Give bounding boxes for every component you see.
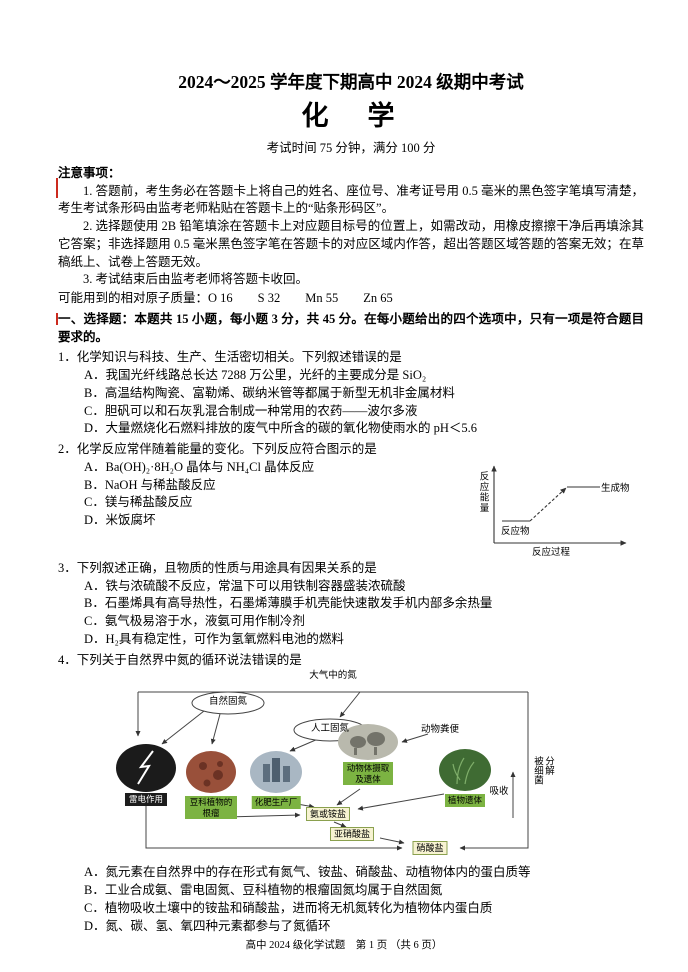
nitrogen-cycle-svg	[116, 691, 529, 851]
red-margin-mark-1	[56, 178, 58, 198]
section-one-heading: 一、选择题：本题共 15 小题，每小题 3 分，共 45 分。在每小题给出的四个…	[58, 311, 644, 344]
notice-item-2: 2. 选择题使用 2B 铅笔填涂在答题卡上对应题目标号的位置上，如需改动，用橡皮…	[58, 219, 644, 269]
lightning-label: 雷电作用	[124, 793, 168, 806]
question-1-option-d: D．大量燃烧化石燃料排放的废气中所含的碳的氧化物使雨水的 pH＜5.6	[84, 421, 478, 436]
question-3-stem: 3．下列叙述正确，且物质的性质与用途具有因果关系的是	[58, 560, 377, 575]
exam-title: 2024～2025 学年度下期高中 2024 级期中考试	[178, 72, 524, 92]
page-footer: 高中 2024 级化学试题 第 1 页 （共 6 页）	[245, 940, 443, 952]
question-3: 3．下列叙述正确，且物质的性质与用途具有因果关系的是 A．铁与浓硫酸不反应，常温…	[58, 560, 644, 649]
plant-remains-image	[439, 749, 491, 792]
nitrite-box: 亚硝酸盐	[329, 827, 375, 842]
question-1-option-c: C．胆矾可以和石灰乳混合制成一种常用的农药——波尔多液	[84, 403, 418, 418]
question-2-stem: 2．化学反应常伴随着能量的变化。下列反应符合图示的是	[58, 442, 377, 457]
question-2-option-c: C．镁与稀盐酸反应	[84, 495, 193, 510]
ammonia-box: 氨或铵盐	[305, 807, 351, 822]
energy-diagram-svg: 反应物 生成物 反应过程	[491, 465, 630, 558]
natural-fixation-ellipse	[191, 691, 265, 715]
nitrogen-cycle-diagram: 大气中的氮 自然固氮 人工固氮 雷电作用 豆科植物的根瘤 化肥生产厂 动物体摄取…	[108, 670, 578, 862]
artificial-fixation-label: 人工固氮	[310, 723, 350, 735]
product-level-label: 生成物	[601, 482, 630, 494]
question-1: 1．化学知识与科技、生产、生活密切相关。下列叙述错误的是 A．我国光纤线路总长达…	[58, 349, 644, 438]
question-4-option-d: D．氮、碳、氢、氧四种元素都参与了氮循环	[84, 918, 331, 933]
fertilizer-factory-image	[250, 751, 302, 794]
question-4: 4．下列关于自然界中氮的循环说法错误的是	[58, 652, 644, 936]
root-nodule-label: 豆科植物的根瘤	[185, 796, 237, 819]
question-3-option-a: A．铁与浓硫酸不反应，常温下可以用铁制容器盛装浓硫酸	[84, 578, 406, 593]
question-3-option-c: C．氨气极易溶于水，液氨可用作制冷剂	[84, 614, 305, 629]
energy-axis-label: 反应能量	[477, 470, 489, 513]
question-1-option-b: B．高温结构陶瓷、富勒烯、碳纳米管等都属于新型无机非金属材料	[84, 385, 455, 400]
question-4-option-a: A．氮元素在自然界中的存在形式有氮气、铵盐、硝酸盐、动植物体内的蛋白质等	[84, 865, 531, 880]
fertilizer-plant-label: 化肥生产厂	[251, 796, 301, 809]
question-2-option-a: A．Ba(OH)₂·8H₂O 晶体与 NH₄Cl 晶体反应	[84, 459, 315, 474]
animals-image	[338, 724, 398, 761]
question-2-option-b: B．NaOH 与稀盐酸反应	[84, 477, 216, 492]
question-4-stem: 4．下列关于自然界中氮的循环说法错误的是	[58, 652, 302, 667]
reactant-level-label: 反应物	[501, 525, 530, 537]
lightning-image	[116, 744, 176, 793]
process-axis-label: 反应过程	[532, 546, 571, 557]
question-1-option-a: A．我国光纤线路总长达 7288 万公里，光纤的主要成分是 SiO₂	[84, 368, 427, 383]
animal-intake-label: 动物体摄取及遗体	[343, 762, 393, 785]
absorb-label: 吸收	[486, 786, 512, 798]
question-2-option-d: D．米饭腐坏	[84, 513, 156, 528]
energy-diagram: 反应能量 反应物 生成物	[474, 459, 644, 558]
notice-section: 注意事项： 1. 答题前，考生务必在答题卡上将自己的姓名、座位号、准考证号用 0…	[58, 165, 644, 308]
plant-remains-label: 植物遗体	[444, 794, 486, 807]
atmosphere-nitrogen-label: 大气中的氮	[306, 670, 360, 682]
red-margin-mark-2	[56, 313, 58, 325]
nitrate-box: 硝酸盐	[412, 841, 448, 856]
question-4-option-c: C．植物吸收土壤中的铵盐和硝酸盐，进而将无机氮转化为植物体内蛋白质	[84, 900, 493, 915]
atomic-mass-line: 可能用到的相对原子质量：O 16 S 32 Mn 55 Zn 65	[58, 291, 393, 306]
energy-axes	[491, 465, 627, 546]
question-3-option-d: D．H₂具有稳定性，可作为氢氧燃料电池的燃料	[84, 631, 344, 646]
natural-fixation-label: 自然固氮	[208, 696, 248, 708]
notice-item-3: 3. 考试结束后由监考老师将答题卡收回。	[83, 272, 309, 287]
notice-item-1: 1. 答题前，考生务必在答题卡上将自己的姓名、座位号、准考证号用 0.5 毫米的…	[58, 183, 644, 216]
animal-waste-label: 动物粪便	[420, 724, 460, 736]
question-1-stem: 1．化学知识与科技、生产、生活密切相关。下列叙述错误的是	[58, 350, 402, 365]
question-3-option-b: B．石墨烯具有高导热性，石墨烯薄膜手机壳能快速散发手机内部多余热量	[84, 596, 493, 611]
question-2: 2．化学反应常伴随着能量的变化。下列反应符合图示的是 A．Ba(OH)₂·8H₂…	[58, 441, 644, 558]
exam-subject: 化 学	[301, 100, 401, 131]
notice-heading: 注意事项：	[58, 165, 121, 180]
bacteria-decompose-label: 被细菌分解	[532, 756, 554, 785]
question-4-option-b: B．工业合成氨、雷电固氮、豆科植物的根瘤固氮均属于自然固氮	[84, 883, 443, 898]
question-2-options: A．Ba(OH)₂·8H₂O 晶体与 NH₄Cl 晶体反应 B．NaOH 与稀盐…	[58, 459, 474, 530]
lightning-bolt-icon	[137, 750, 154, 785]
exam-info: 考试时间 75 分钟，满分 100 分	[266, 141, 436, 156]
root-nodule-image	[186, 751, 236, 794]
